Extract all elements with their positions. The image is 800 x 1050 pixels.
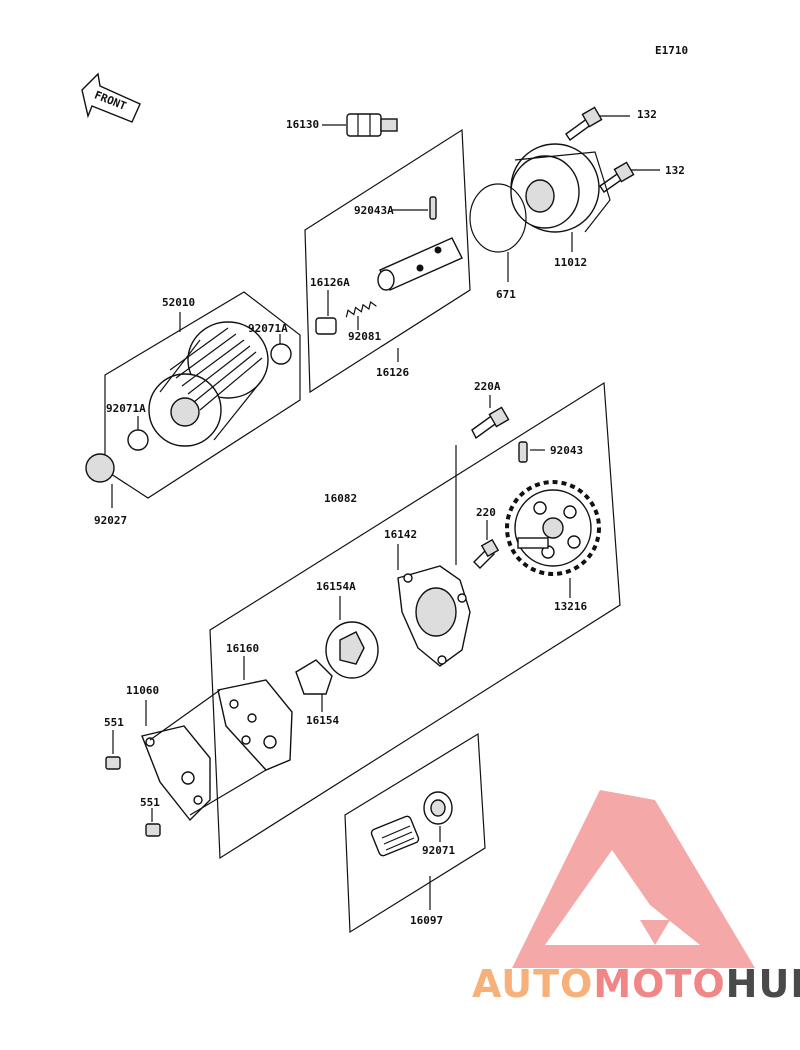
fitting-16130: [322, 113, 398, 137]
dowel-551-upper: [105, 756, 121, 770]
outline-16126: [304, 128, 471, 394]
oil-filter-52010: [85, 312, 292, 508]
outline-16082: [209, 381, 621, 860]
watermark-logo: [512, 790, 755, 968]
outer-rotor-16154A: [325, 596, 379, 679]
label-92071A-upper: 92071A: [248, 322, 288, 335]
label-16126A: 16126A: [310, 276, 350, 289]
label-220: 220: [476, 506, 496, 519]
label-92071: 92071: [422, 844, 455, 857]
label-92027: 92027: [94, 514, 127, 527]
oil-screen-16097: [370, 791, 453, 910]
o-ring-671: [469, 183, 527, 253]
label-11012: 11012: [554, 256, 587, 269]
label-52010: 52010: [162, 296, 195, 309]
label-16126: 16126: [376, 366, 409, 379]
label-11060: 11060: [126, 684, 159, 697]
label-132-upper: 132: [637, 108, 657, 121]
diagram-code: E1710: [655, 44, 688, 57]
relief-valve-16126: [315, 196, 463, 362]
label-671: 671: [496, 288, 516, 301]
bolt-132-upper: [565, 106, 630, 141]
label-16097: 16097: [410, 914, 443, 927]
outline-16097: [344, 732, 486, 934]
pump-cover-11012: [510, 143, 611, 252]
front-arrow-icon: FRONT: [81, 72, 141, 123]
bolt-132-lower: [599, 161, 660, 193]
dowel-551-lower: [145, 823, 161, 837]
label-16082: 16082: [324, 492, 357, 505]
pin-92043: [518, 441, 528, 463]
label-16160: 16160: [226, 642, 259, 655]
label-551-lower: 551: [140, 796, 160, 809]
label-92043: 92043: [550, 444, 583, 457]
label-220A: 220A: [474, 380, 501, 393]
label-92043A: 92043A: [354, 204, 394, 217]
label-16154: 16154: [306, 714, 339, 727]
part-labels: 16130 132 132 92043A 11012 671 16126A 92…: [94, 108, 685, 927]
pump-body-16142: [397, 544, 471, 667]
label-16130: 16130: [286, 118, 319, 131]
watermark-hub: HUB: [725, 962, 800, 1006]
inner-rotor-16154: [295, 659, 333, 712]
label-16154A: 16154A: [316, 580, 356, 593]
watermark-text: AUTOMOTOHUB: [472, 962, 800, 1006]
gear-13216: [505, 480, 601, 598]
label-16142: 16142: [384, 528, 417, 541]
label-132-lower: 132: [665, 164, 685, 177]
plate-16160: [217, 656, 293, 771]
watermark-moto: MOTO: [593, 962, 726, 1006]
bolt-220: [473, 520, 500, 569]
pump-cover-11060: [141, 689, 267, 822]
label-92071A-lower: 92071A: [106, 402, 146, 415]
watermark-auto: AUTO: [472, 962, 594, 1006]
bolt-220A: [455, 395, 510, 565]
label-551-upper: 551: [104, 716, 124, 729]
label-92081: 92081: [348, 330, 381, 343]
label-13216: 13216: [554, 600, 587, 613]
